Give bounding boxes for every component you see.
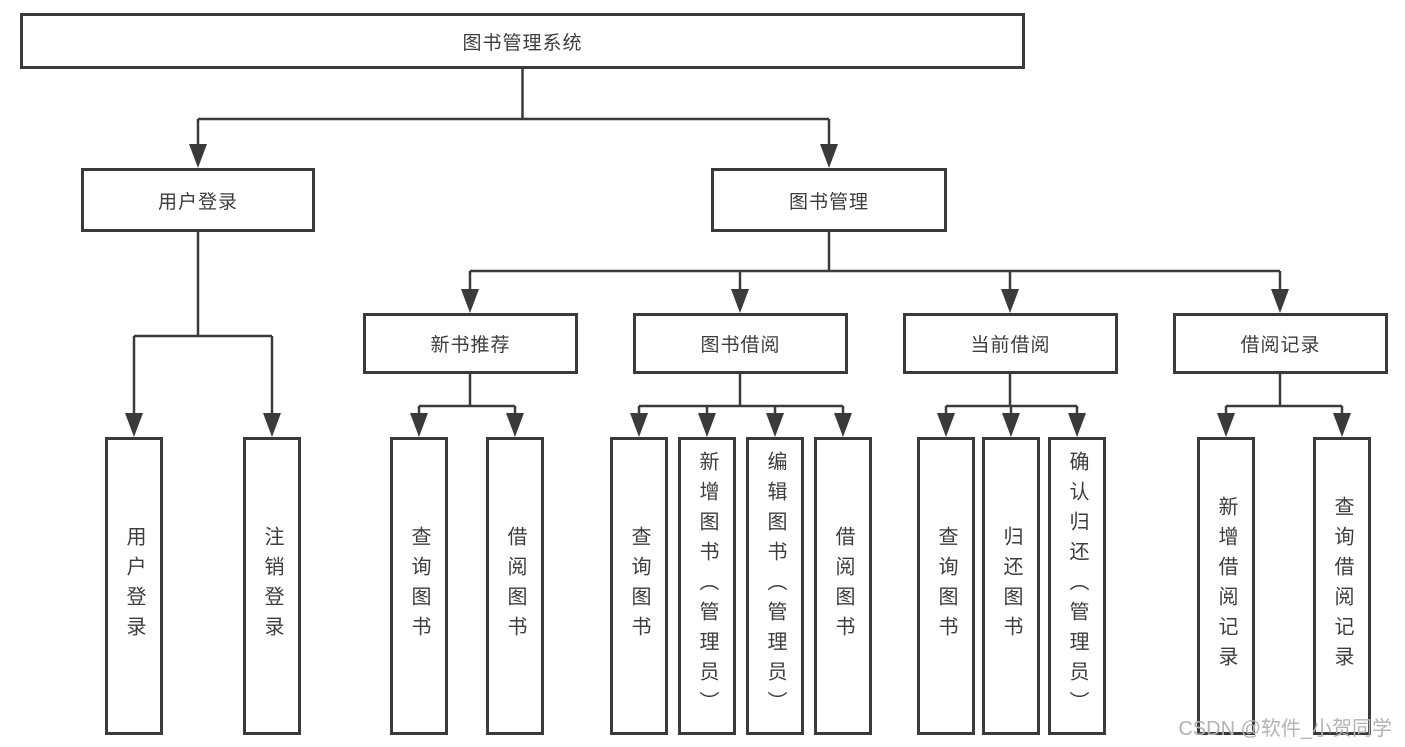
- leaf-confirm-return-admin: 确认归还（管理员）: [1048, 437, 1106, 735]
- leaf-borrow-books: 借阅图书: [486, 437, 544, 735]
- node-label: 归还图书: [1000, 526, 1022, 646]
- leaf-edit-book-admin: 编辑图书（管理员）: [746, 437, 804, 735]
- node-label: 确认归还（管理员）: [1066, 451, 1088, 721]
- node-label: 用户登录: [157, 191, 238, 213]
- node-label: 新增图书（管理员）: [696, 451, 718, 721]
- node-label: 注销登录: [261, 526, 283, 646]
- leaf-borrow-book: 借阅图书: [814, 437, 872, 735]
- node-label: 图书借阅: [700, 335, 781, 356]
- leaf-query-books-borrow: 查询图书: [610, 437, 668, 735]
- leaf-add-borrow-record: 新增借阅记录: [1197, 437, 1255, 735]
- node-borrowing-records: 借阅记录: [1173, 313, 1388, 374]
- node-user-login: 用户登录: [81, 168, 315, 232]
- node-label: 查询借阅记录: [1331, 496, 1353, 676]
- node-library-management-system: 图书管理系统: [20, 13, 1025, 69]
- node-label: 图书管理: [788, 191, 869, 213]
- leaf-return-book: 归还图书: [982, 437, 1040, 735]
- leaf-user-login: 用户登录: [105, 437, 163, 735]
- watermark: CSDN @软件_小贺同学: [1178, 718, 1392, 740]
- node-label: 查询图书: [408, 526, 430, 646]
- node-label: 借阅记录: [1240, 335, 1321, 356]
- leaf-query-borrow-record: 查询借阅记录: [1313, 437, 1371, 735]
- node-label: 借阅图书: [832, 526, 854, 646]
- leaf-add-book-admin: 新增图书（管理员）: [678, 437, 736, 735]
- leaf-logout: 注销登录: [243, 437, 301, 735]
- node-label: 查询图书: [935, 526, 957, 646]
- node-label: 新增借阅记录: [1215, 496, 1237, 676]
- node-new-book-recommendation: 新书推荐: [363, 313, 578, 374]
- leaf-query-books: 查询图书: [390, 437, 448, 735]
- node-label: 编辑图书（管理员）: [764, 451, 786, 721]
- leaf-query-books-current: 查询图书: [917, 437, 975, 735]
- node-label: 借阅图书: [504, 526, 526, 646]
- node-label: 用户登录: [123, 526, 145, 646]
- node-label: 新书推荐: [430, 335, 511, 356]
- node-book-borrowing: 图书借阅: [633, 313, 848, 374]
- node-book-management: 图书管理: [711, 168, 947, 232]
- node-label: 当前借阅: [970, 335, 1051, 356]
- node-current-borrowing: 当前借阅: [903, 313, 1118, 374]
- node-label: 图书管理系统: [462, 32, 583, 54]
- node-label: 查询图书: [628, 526, 650, 646]
